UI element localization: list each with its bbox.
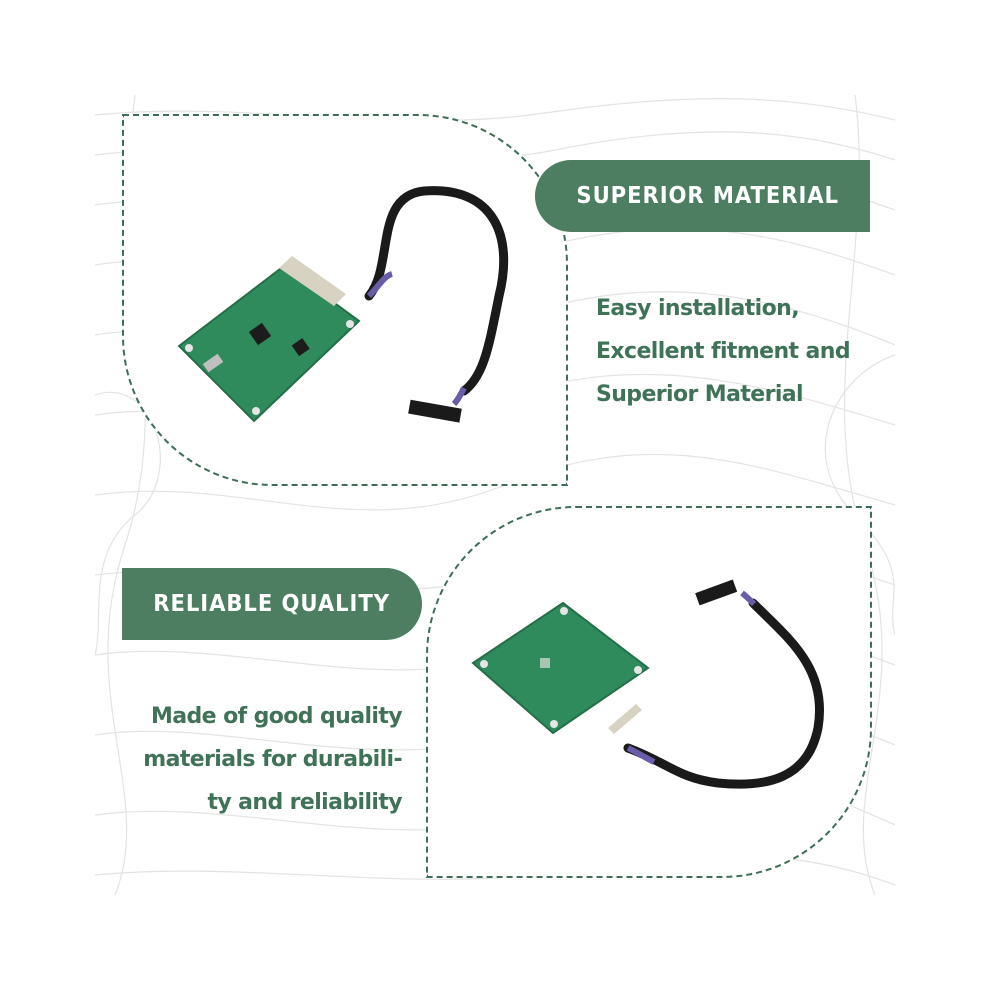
description-line: Excellent fitment and: [596, 339, 851, 364]
adapter-board-back-image: [471, 579, 824, 789]
section-title: Superior Material: [576, 183, 839, 209]
description-line: ty and reliability: [207, 790, 402, 815]
section-title: Reliable Quality: [153, 591, 391, 617]
adapter-board-front-image: [177, 186, 509, 423]
description-line: Easy installation,: [596, 296, 800, 321]
reliable-quality-description: Made of good quality materials for durab…: [120, 695, 402, 824]
superior-material-banner: Superior Material: [535, 160, 870, 232]
description-line: materials for durabili-: [143, 747, 402, 772]
reliable-quality-banner: Reliable Quality: [122, 568, 422, 640]
superior-material-description: Easy installation, Excellent fitment and…: [596, 287, 886, 416]
bottom-image-panel: [426, 506, 872, 878]
description-line: Made of good quality: [151, 704, 403, 729]
description-line: Superior Material: [596, 382, 804, 407]
top-image-panel: [122, 114, 568, 486]
